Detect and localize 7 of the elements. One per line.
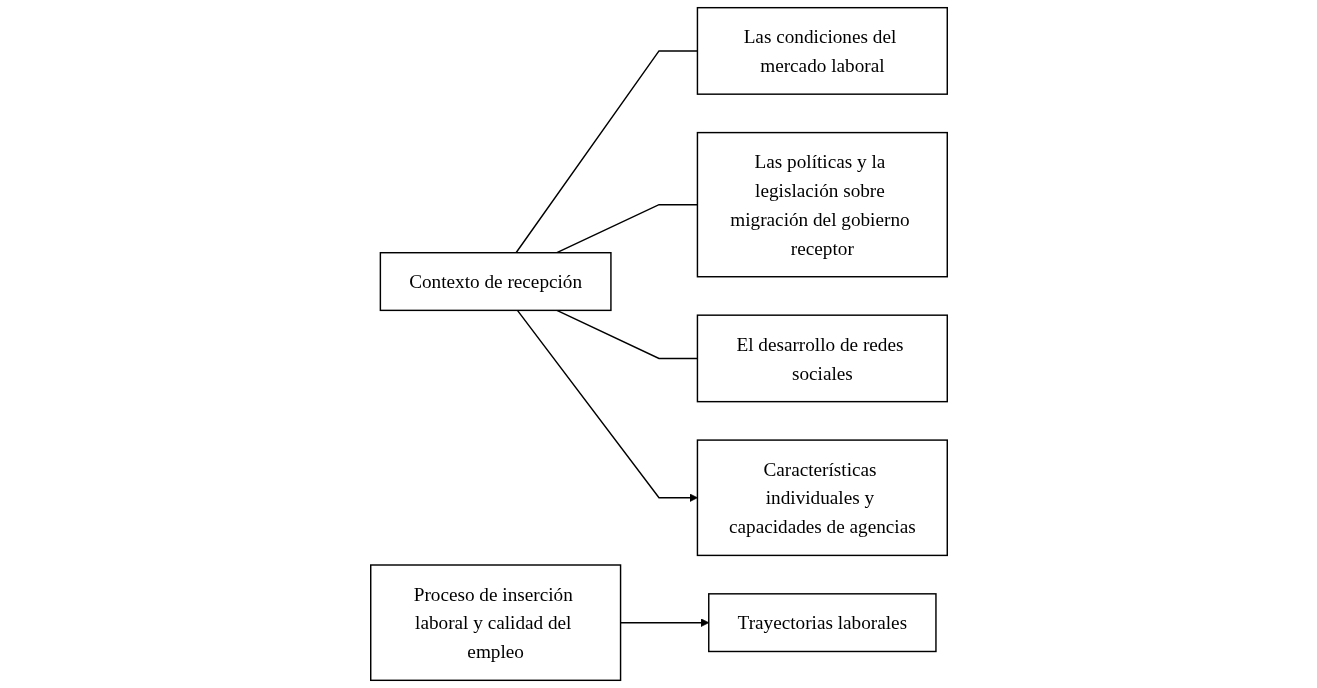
node-box: Características individuales y capacidades de agencias: [696, 439, 948, 557]
node-box: Proceso de inserción laboral y calidad del empleo: [369, 564, 621, 682]
node-box: Las condiciones del mercado laboral: [696, 6, 948, 95]
node-box: El desarrollo de redes sociales: [696, 314, 948, 403]
node-box: Trayectorias laborales: [707, 593, 937, 653]
node-box: Contexto de recepción: [379, 252, 612, 312]
node-box: Las políticas y la legislación sobre migración del gobierno receptor: [696, 131, 948, 278]
